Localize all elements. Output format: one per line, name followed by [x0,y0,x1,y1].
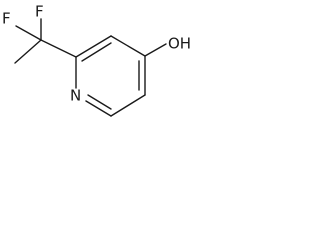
atom-nitrogen: N [70,87,81,105]
atom-hydroxyl: OH [168,35,191,53]
bond-c6-n [85,100,112,117]
molecule-drawing: F F N OH [2,3,191,117]
bond-cf2-ring [40,39,77,58]
bond-c3-c4 [110,35,146,57]
bond-c5-c6 [110,94,146,117]
atom-fluorine-top: F [35,3,44,21]
bond-c4-o [144,43,167,57]
bond-c2-c3 [75,35,112,58]
bond-c2-c3-inner [81,42,112,62]
bonds [14,18,167,117]
bond-methyl [14,39,42,64]
bond-cf-left [15,25,42,41]
atom-fluorine-left: F [2,10,11,28]
bond-c6-n-inner [87,94,112,110]
structure-diagram: F F N OH [0,0,198,133]
